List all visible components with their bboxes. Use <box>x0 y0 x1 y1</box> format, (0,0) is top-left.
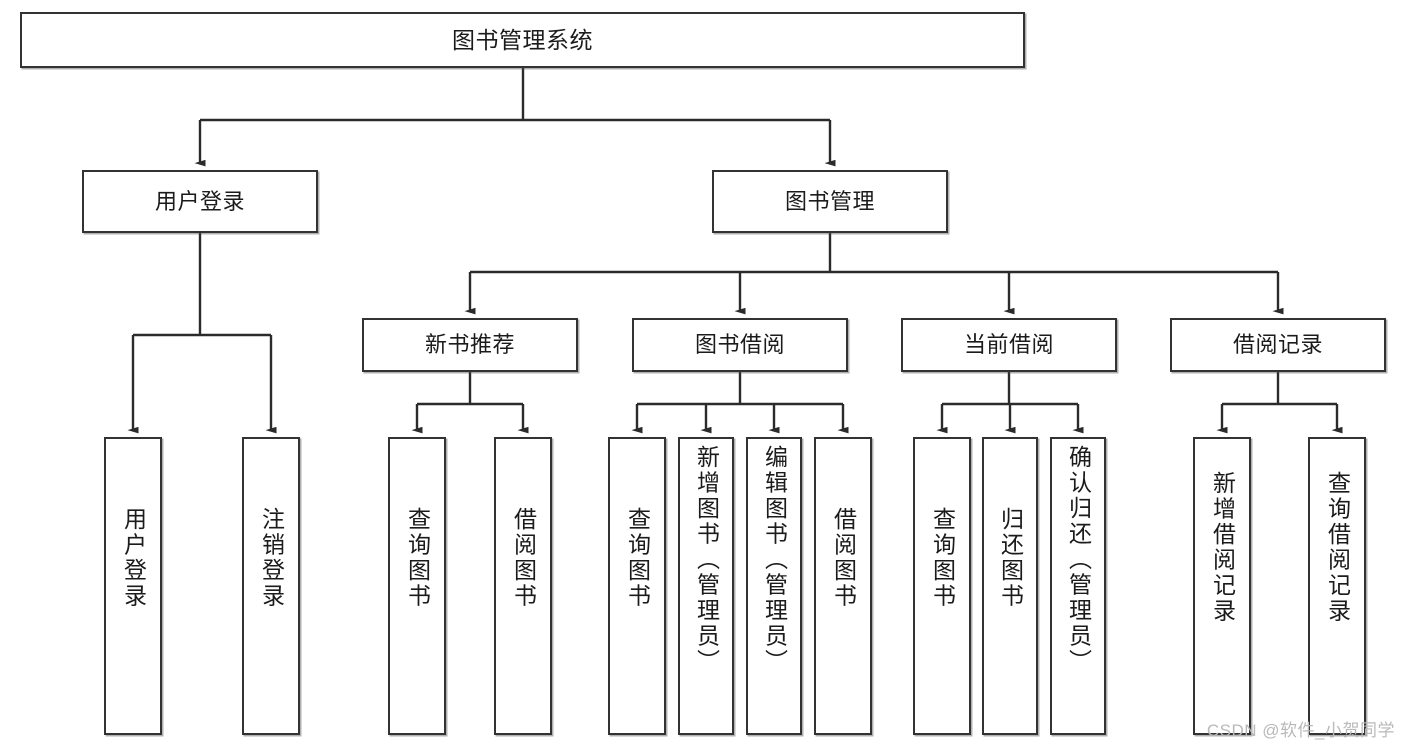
node-leaf-edit-book-label: 编辑图书（管理员） <box>761 445 788 675</box>
node-leaf-confirm-return[interactable]: 确认归还（管理员） <box>1050 437 1106 735</box>
node-leaf-query-book-2-label: 查询图书 <box>624 507 651 609</box>
node-borrow-record-label: 借阅记录 <box>1232 332 1323 358</box>
node-leaf-add-record[interactable]: 新增借阅记录 <box>1193 437 1251 735</box>
node-new-book-rec[interactable]: 新书推荐 <box>362 318 578 372</box>
node-leaf-return-book-label: 归还图书 <box>997 507 1024 609</box>
node-borrow-record[interactable]: 借阅记录 <box>1170 318 1386 372</box>
node-leaf-borrow-book-1[interactable]: 借阅图书 <box>494 437 552 735</box>
node-leaf-confirm-return-label: 确认归还（管理员） <box>1065 445 1092 675</box>
node-leaf-borrow-book-2[interactable]: 借阅图书 <box>814 437 872 735</box>
node-book-borrow-label: 图书借阅 <box>694 332 785 358</box>
node-root[interactable]: 图书管理系统 <box>20 12 1025 68</box>
node-leaf-query-book-1[interactable]: 查询图书 <box>388 437 446 735</box>
node-book-borrow[interactable]: 图书借阅 <box>632 318 848 372</box>
node-book-manage[interactable]: 图书管理 <box>712 170 948 233</box>
node-leaf-query-record-label: 查询借阅记录 <box>1324 471 1351 624</box>
node-leaf-user-login-label: 用户登录 <box>120 507 147 609</box>
node-leaf-add-book-label: 新增图书（管理员） <box>693 445 720 675</box>
node-leaf-query-book-1-label: 查询图书 <box>404 507 431 609</box>
node-book-manage-label: 图书管理 <box>784 188 875 214</box>
node-leaf-add-book[interactable]: 新增图书（管理员） <box>678 437 734 735</box>
node-leaf-edit-book[interactable]: 编辑图书（管理员） <box>746 437 802 735</box>
node-leaf-borrow-book-1-label: 借阅图书 <box>510 507 537 609</box>
node-leaf-query-record[interactable]: 查询借阅记录 <box>1308 437 1366 735</box>
node-leaf-query-book-3-label: 查询图书 <box>929 507 956 609</box>
node-leaf-user-login[interactable]: 用户登录 <box>104 437 162 735</box>
node-leaf-logout-label: 注销登录 <box>258 507 285 609</box>
node-leaf-logout[interactable]: 注销登录 <box>242 437 300 735</box>
node-user-login[interactable]: 用户登录 <box>82 170 318 233</box>
node-user-login-label: 用户登录 <box>154 188 245 214</box>
node-root-label: 图书管理系统 <box>452 26 593 53</box>
node-current-borrow[interactable]: 当前借阅 <box>901 318 1117 372</box>
node-leaf-add-record-label: 新增借阅记录 <box>1209 471 1236 624</box>
node-leaf-query-book-3[interactable]: 查询图书 <box>913 437 971 735</box>
node-new-book-rec-label: 新书推荐 <box>424 332 515 358</box>
node-current-borrow-label: 当前借阅 <box>963 332 1054 358</box>
node-leaf-borrow-book-2-label: 借阅图书 <box>830 507 857 609</box>
node-leaf-query-book-2[interactable]: 查询图书 <box>608 437 666 735</box>
node-leaf-return-book[interactable]: 归还图书 <box>982 437 1038 735</box>
